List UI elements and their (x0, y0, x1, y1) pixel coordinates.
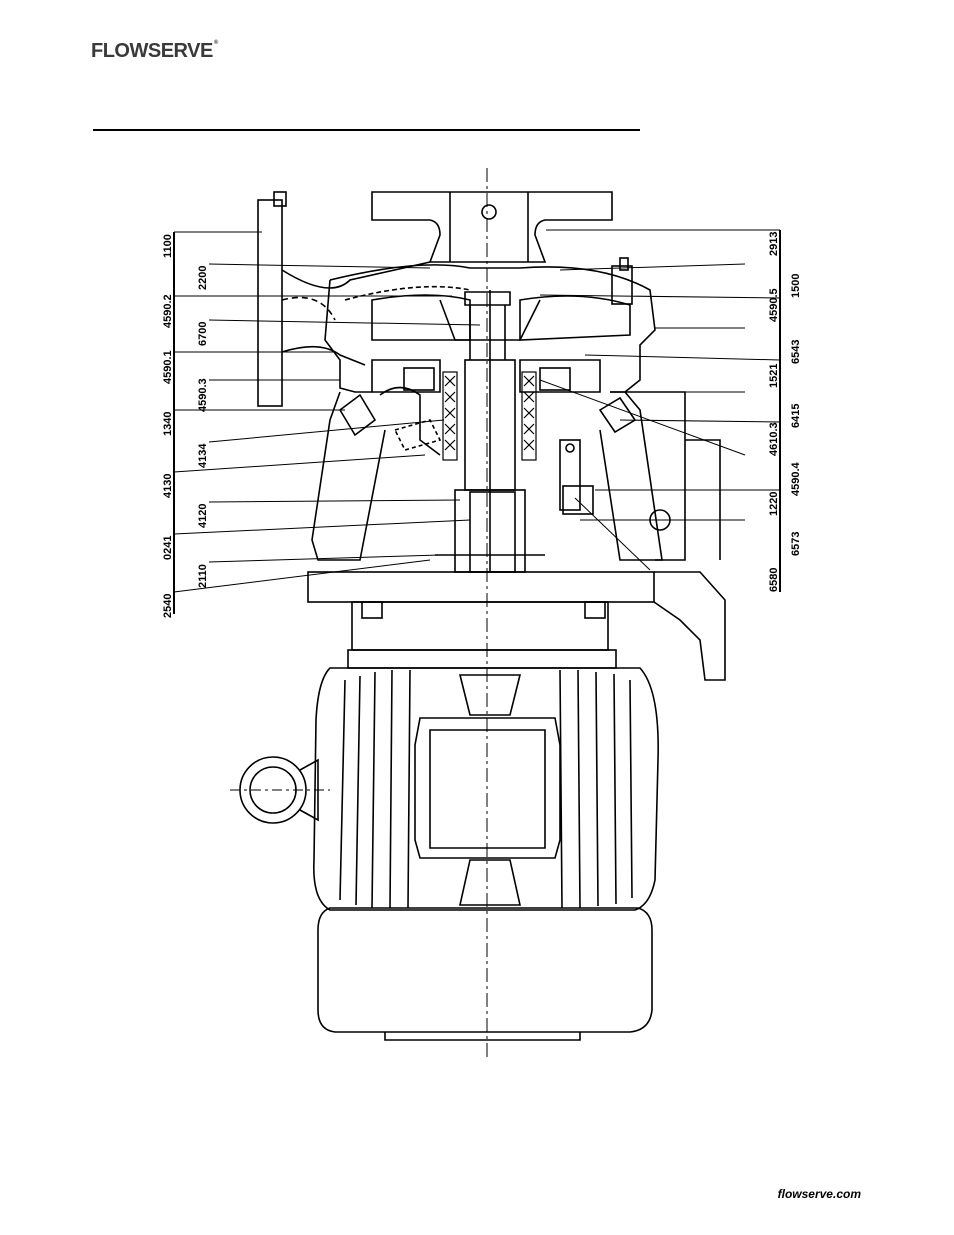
label-4590-2: 4590.2 (162, 294, 174, 328)
lifting-eye (230, 756, 330, 824)
label-0241: 0241 (162, 536, 174, 560)
discharge-flange (371, 191, 613, 263)
label-1100: 1100 (162, 234, 174, 258)
leader-lines-right (539, 229, 781, 571)
logo-text: FLOWSERVE (91, 40, 213, 62)
label-frame (173, 230, 781, 614)
label-2540: 2540 (162, 594, 174, 618)
fan-cowl (317, 907, 653, 1041)
label-1220: 1220 (768, 492, 780, 516)
label-2913: 2913 (768, 232, 780, 256)
leader-lines-left (173, 231, 481, 593)
flowserve-logo: FLOWSERVE® (91, 40, 218, 63)
label-4590-4: 4590.4 (790, 461, 802, 496)
registered-mark: ® (213, 40, 218, 46)
left-labels: 1100 2200 4590.2 6700 4590.1 4590.3 1340… (162, 234, 209, 618)
label-4120: 4120 (197, 504, 209, 528)
label-4134: 4134 (197, 443, 209, 468)
label-1500: 1500 (790, 274, 802, 298)
label-6415: 6415 (790, 404, 802, 428)
shaft (464, 290, 516, 573)
label-4590-3: 4590.3 (197, 378, 209, 412)
footer-website: flowserve.com (777, 1187, 861, 1201)
label-2110: 2110 (197, 564, 209, 588)
label-4590-1: 4590.1 (162, 350, 174, 384)
header-rule (93, 129, 640, 131)
label-6543: 6543 (790, 340, 802, 364)
suction-flange (257, 191, 431, 407)
bearing-bracket (311, 359, 721, 561)
impeller (439, 291, 541, 360)
label-4130: 4130 (162, 474, 174, 498)
gland-bolts (338, 393, 637, 515)
label-6700: 6700 (197, 322, 209, 346)
label-6580: 6580 (768, 568, 780, 592)
motor-body (313, 667, 659, 911)
label-1521: 1521 (768, 364, 780, 388)
label-4590-5: 4590.5 (768, 288, 780, 322)
label-2200: 2200 (197, 266, 209, 290)
motor-flange (307, 571, 726, 681)
label-6573: 6573 (790, 532, 802, 556)
seal-packing (442, 371, 537, 461)
label-4610-3: 4610.3 (768, 422, 780, 456)
right-labels: 2913 1500 4590.5 6543 1521 6415 4610.3 4… (768, 232, 802, 592)
label-1340: 1340 (162, 412, 174, 436)
